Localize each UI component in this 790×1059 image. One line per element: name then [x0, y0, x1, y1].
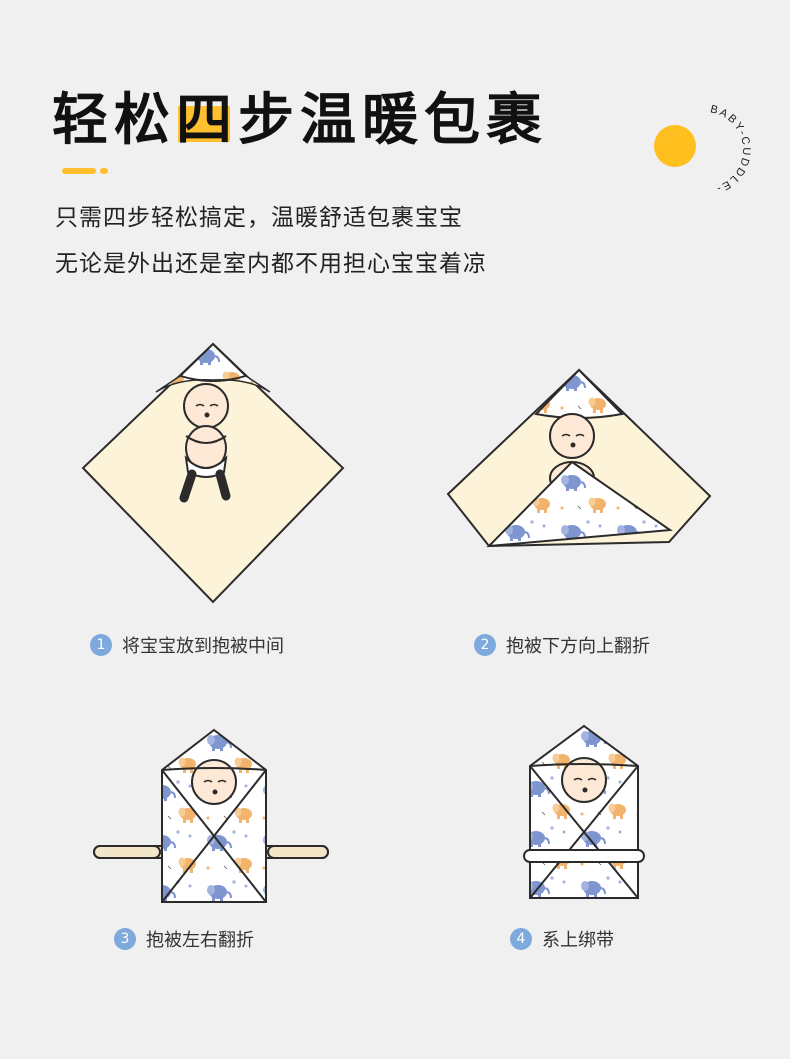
step-1-label: 将宝宝放到抱被中间: [122, 636, 284, 657]
subtitle-line-1: 只需四步轻松搞定，温暖舒适包裹宝宝: [55, 205, 463, 231]
step-3-caption: 3 抱被左右翻折: [114, 926, 254, 952]
step-2-label: 抱被下方向上翻折: [506, 636, 650, 657]
step-1-illustration: [81, 342, 345, 604]
step-1-number: 1: [90, 634, 112, 656]
step-1-caption: 1 将宝宝放到抱被中间: [90, 632, 284, 658]
page-title: 轻松四步温暖包裹: [52, 86, 548, 156]
step-4-caption: 4 系上绑带: [510, 926, 614, 952]
step-3-illustration: [93, 728, 329, 903]
subtitle-line-2: 无论是外出还是室内都不用担心宝宝着凉: [55, 251, 487, 277]
svg-text:BABY-CUDDLE-: BABY-CUDDLE-: [709, 103, 752, 195]
title-part-1: 轻松: [52, 88, 176, 153]
title-underline-dot: [100, 168, 108, 174]
step-2-number: 2: [474, 634, 496, 656]
title-part-3: 步温暖包裹: [238, 88, 548, 153]
title-part-highlight: 四: [176, 86, 238, 156]
step-4-illustration: [523, 724, 645, 899]
step-4-label: 系上绑带: [542, 930, 614, 951]
title-underline-left: [62, 168, 96, 174]
step-4-number: 4: [510, 928, 532, 950]
step-3-label: 抱被左右翻折: [146, 930, 254, 951]
step-3-number: 3: [114, 928, 136, 950]
baby-cuddle-badge: BABY-CUDDLE-: [709, 103, 752, 195]
step-2-caption: 2 抱被下方向上翻折: [474, 632, 650, 658]
step-2-illustration: [446, 368, 712, 548]
badge-dot: [654, 125, 696, 167]
